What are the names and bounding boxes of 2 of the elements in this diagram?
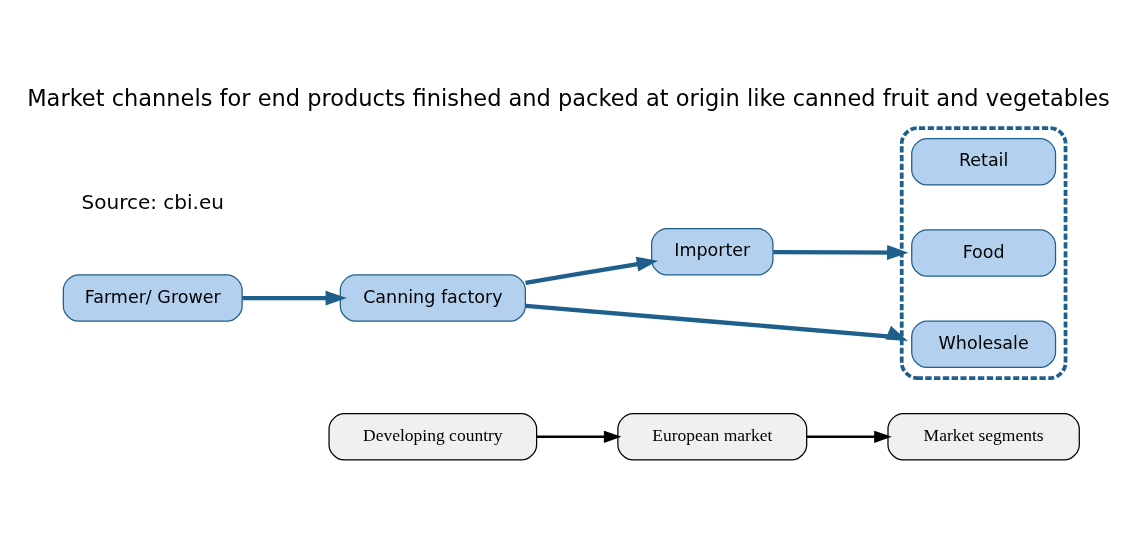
caption: Source: cbi.eu xyxy=(81,189,224,214)
diagram-title: Market channels for end products finished and packed at origin like canned fruit and vegetables xyxy=(27,84,1110,111)
